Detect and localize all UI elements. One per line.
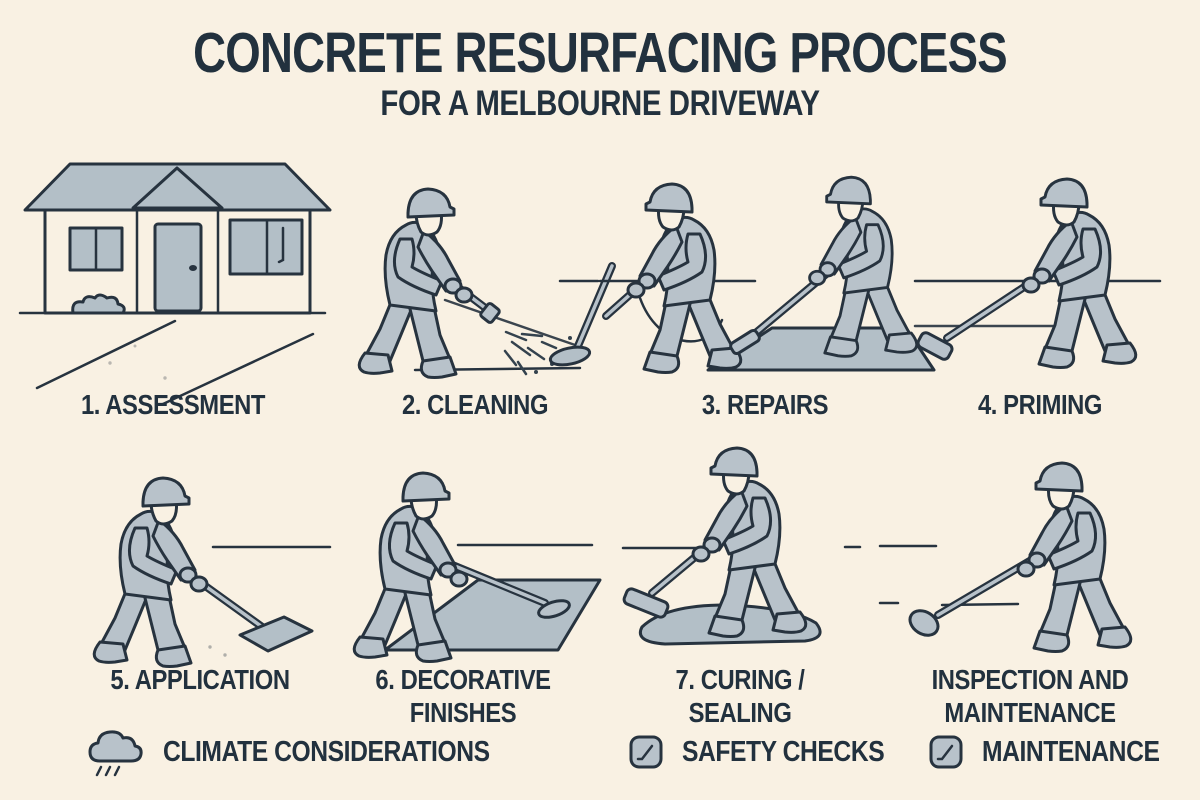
sealer-brush-head bbox=[622, 587, 670, 619]
house-illustration bbox=[18, 162, 332, 406]
step-panel-application: 5. APPLICATION bbox=[60, 437, 340, 732]
step-panel-cleaning: 2. CLEANING bbox=[330, 148, 620, 433]
footer-label-climate: CLIMATE CONSIDERATIONS bbox=[163, 735, 490, 768]
checkbox-icon bbox=[929, 735, 963, 769]
window-reflection bbox=[277, 226, 285, 264]
step-panel-assessment: 1. ASSESSMENT bbox=[15, 148, 332, 433]
inspection-illustration bbox=[878, 461, 1133, 653]
priming-illustration bbox=[913, 177, 1162, 369]
footer-item-climate: CLIMATE CONSIDERATIONS bbox=[85, 724, 547, 780]
footer-item-safety: SAFETY CHECKS bbox=[628, 724, 920, 780]
step-label-assessment: 1. ASSESSMENT bbox=[80, 389, 265, 420]
step-label-inspection-maintenance: INSPECTION AND MAINTENANCE bbox=[931, 664, 1129, 729]
step-panel-curing-sealing: 7. CURING / SEALING bbox=[620, 437, 862, 732]
page-title: CONCRETE RESURFACING PROCESS bbox=[193, 21, 1008, 85]
squeegee-head bbox=[729, 328, 761, 356]
step-panel-priming: 4. PRIMING bbox=[913, 148, 1165, 433]
primer-roller-head bbox=[916, 331, 954, 361]
step-label-priming: 4. PRIMING bbox=[977, 389, 1103, 420]
rain-cloud-icon bbox=[88, 730, 143, 777]
washer-nozzle bbox=[479, 302, 501, 324]
step-panel-repairs: 3. REPAIRS bbox=[598, 148, 936, 433]
step-panel-inspection-maintenance: INSPECTION AND MAINTENANCE bbox=[878, 437, 1180, 732]
trowel-plate bbox=[238, 615, 314, 653]
repairs-illustration bbox=[598, 175, 936, 374]
house-gable bbox=[131, 166, 224, 210]
page-subtitle: FOR A MELBOURNE DRIVEWAY bbox=[380, 84, 820, 123]
step-label-cleaning: 2. CLEANING bbox=[401, 389, 549, 420]
step-label-decorative-finishes: 6. DECORATIVE FINISHES bbox=[374, 664, 551, 729]
house-door bbox=[153, 222, 203, 313]
finish-squeegee-head bbox=[537, 599, 571, 619]
step-label-curing-sealing: 7. CURING / SEALING bbox=[675, 664, 805, 729]
sealing-illustration bbox=[621, 446, 862, 646]
footer-label-maintenance: MAINTENANCE bbox=[982, 735, 1160, 768]
inspection-brush-head bbox=[908, 609, 940, 637]
door-knob-icon bbox=[189, 265, 197, 271]
bush bbox=[71, 293, 126, 315]
cleaning-illustration bbox=[357, 187, 616, 379]
footer-item-maintenance: MAINTENANCE bbox=[928, 724, 1191, 780]
checkbox-icon bbox=[629, 735, 663, 769]
footer-label-safety: SAFETY CHECKS bbox=[682, 735, 885, 768]
ground-line bbox=[443, 298, 580, 348]
step-panel-decorative-finishes: 6. DECORATIVE FINISHES bbox=[330, 437, 602, 732]
driveway-edge bbox=[35, 319, 177, 390]
step-label-repairs: 3. REPAIRS bbox=[701, 389, 829, 420]
driveway-edge bbox=[161, 332, 315, 406]
broom-head bbox=[548, 345, 592, 367]
step-label-application: 5. APPLICATION bbox=[110, 664, 290, 695]
application-illustration bbox=[92, 476, 332, 668]
decorative-finish-illustration bbox=[352, 471, 602, 663]
